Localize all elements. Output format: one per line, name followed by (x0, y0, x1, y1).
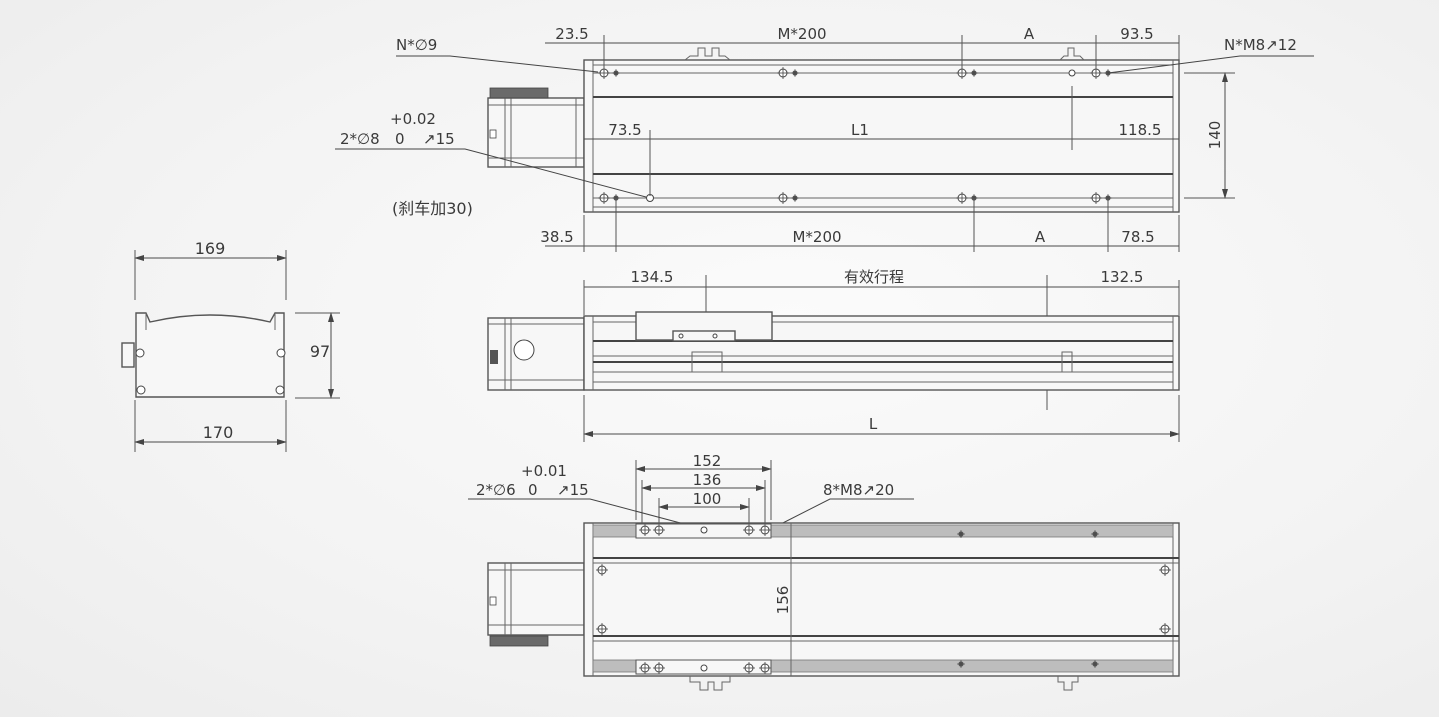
dim-73-5: 73.5 (608, 121, 641, 139)
dim-93-5: 93.5 (1120, 25, 1153, 43)
side-view: 134.5 有效行程 132.5 L (487, 268, 1180, 442)
dim-100: 100 (693, 490, 722, 508)
dim-118-5: 118.5 (1119, 121, 1162, 139)
module-body-top (583, 59, 1180, 213)
thread-callout: 8*M8↗20 (823, 481, 894, 499)
pin6-tol-lower: 0 (528, 481, 538, 499)
dim-a-bottom: A (1035, 228, 1046, 246)
dim-152: 152 (693, 452, 722, 470)
hole-callout-right: N*M8↗12 (1224, 36, 1297, 54)
dim-134-5: 134.5 (631, 268, 674, 286)
bottom-view: 152 136 100 +0.01 2*∅6 0 ↗15 8*M8↗20 (468, 452, 1180, 691)
hole-callout-left: N*∅9 (396, 36, 437, 54)
dim-132-5: 132.5 (1101, 268, 1144, 286)
dim-m200-top: M*200 (777, 25, 826, 43)
brake-note: (刹车加30) (392, 199, 473, 218)
end-view: 169 97 170 (121, 239, 340, 452)
dim-a-top: A (1024, 25, 1035, 43)
pin-tol-lower: 0 (395, 130, 405, 148)
dim-effective-stroke: 有效行程 (844, 268, 904, 286)
dim-140: 140 (1206, 121, 1224, 150)
dim-m200-bottom: M*200 (792, 228, 841, 246)
dim-97: 97 (310, 342, 330, 361)
pin-tol-upper: +0.02 (390, 110, 436, 128)
dim-38-5: 38.5 (540, 228, 573, 246)
dim-169: 169 (195, 239, 226, 258)
dim-23-5: 23.5 (555, 25, 588, 43)
pin-depth: ↗15 (423, 130, 455, 148)
dim-170: 170 (203, 423, 234, 442)
motor-top (487, 87, 585, 168)
pin6-depth: ↗15 (557, 481, 589, 499)
dim-l1: L1 (851, 121, 869, 139)
dim-l-total: L (869, 415, 878, 433)
pin6-callout-main: 2*∅6 (476, 481, 516, 499)
dim-136: 136 (693, 471, 722, 489)
pin-callout-main: 2*∅8 (340, 130, 380, 148)
pin6-tol-upper: +0.01 (521, 462, 567, 480)
dim-78-5: 78.5 (1121, 228, 1154, 246)
dim-156: 156 (774, 586, 792, 615)
top-view: 23.5 M*200 A 93.5 N*∅9 N*M8↗12 +0.02 2*∅… (335, 25, 1314, 252)
